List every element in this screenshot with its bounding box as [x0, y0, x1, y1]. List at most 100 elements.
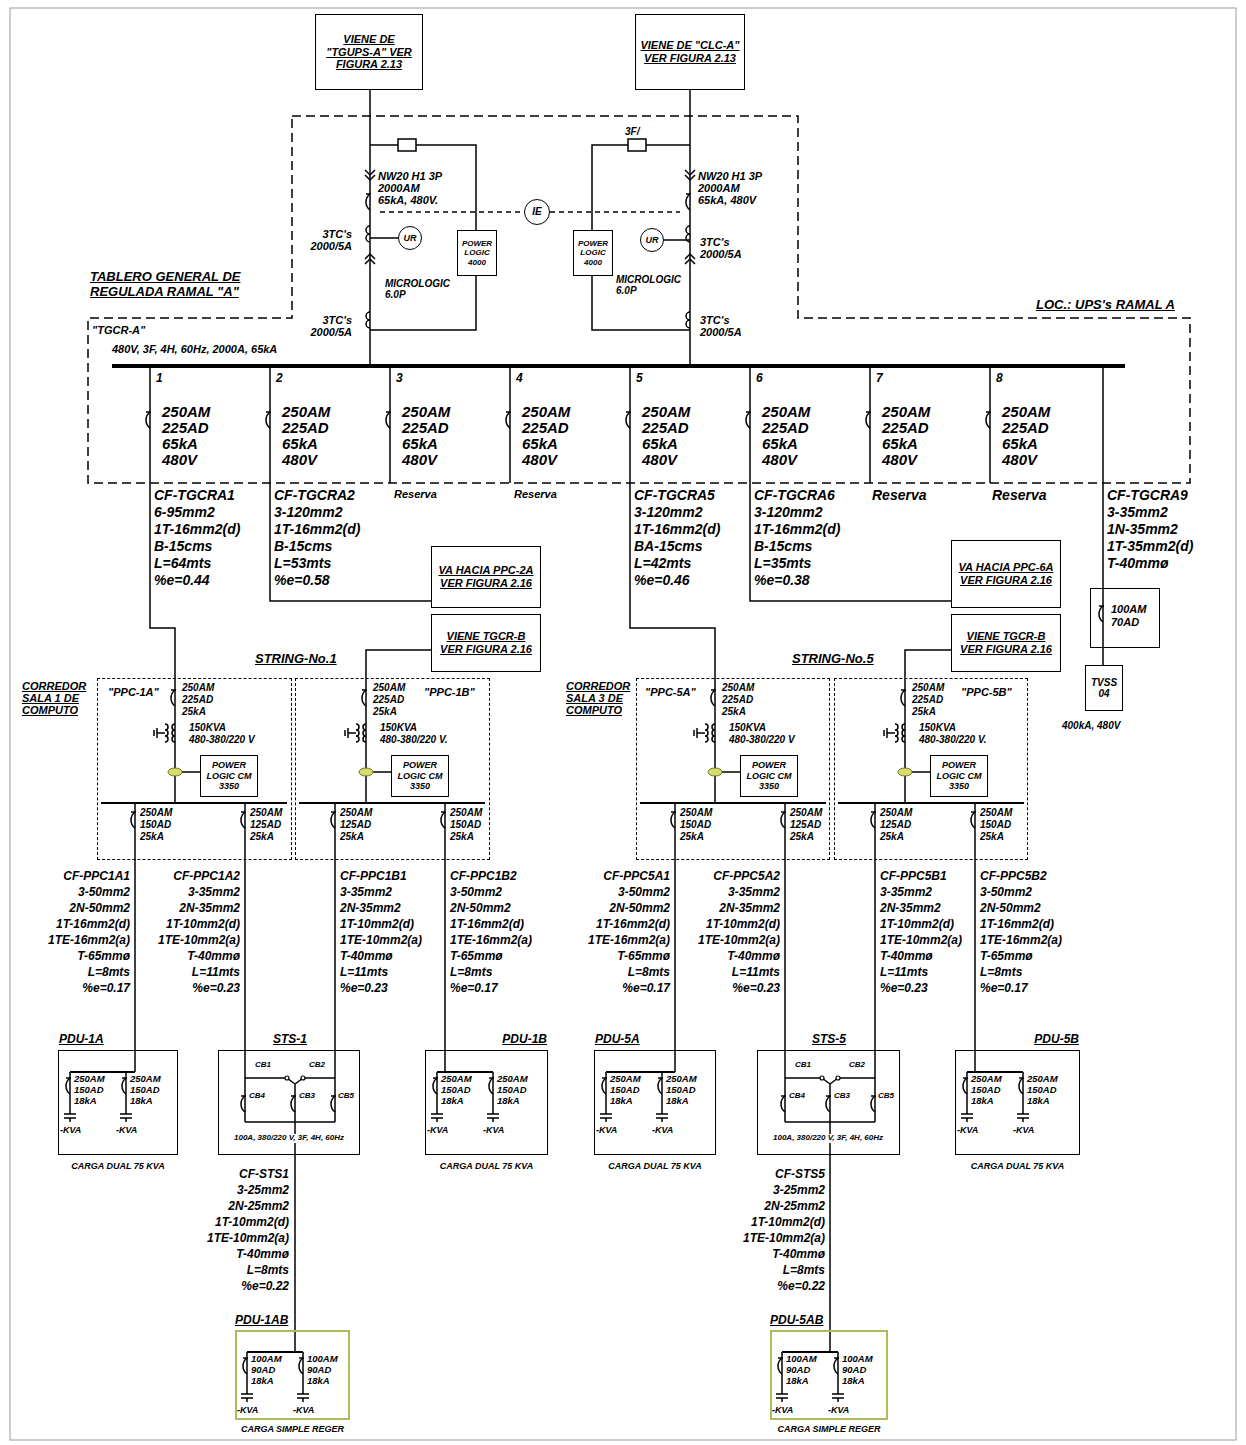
breaker-rating: 65kA	[282, 436, 318, 453]
box-text: POWER LOGIC 4000	[461, 239, 493, 267]
breaker-rating: 150AD	[680, 819, 711, 830]
breaker-symbol	[871, 1096, 875, 1112]
ppc-main-wire	[904, 678, 906, 803]
string-title: STRING-No.1	[255, 652, 337, 666]
box-text: TVSS 04	[1089, 677, 1119, 700]
breaker-rating: 18kA	[842, 1376, 865, 1386]
cable-spec: CF-PPC1A2	[173, 870, 240, 883]
load-label: -KVA	[427, 1126, 448, 1136]
cable-spec: 1TE-10mm2(a)	[880, 934, 962, 947]
cable-spec: 1T-10mm2(d)	[880, 918, 954, 931]
breaker-rating: 18kA	[307, 1376, 330, 1386]
feeder-number: 1	[156, 372, 163, 385]
transformer-symbol	[172, 724, 175, 742]
breaker-symbol	[1099, 605, 1104, 607]
cable-connector	[1102, 648, 1104, 665]
breaker-rating: 18kA	[971, 1096, 994, 1106]
cable-spec: B-15cms	[154, 539, 212, 554]
panel-outline	[88, 116, 1190, 483]
box-text: VIENE TGCR-B VER FIGURA 2.16	[435, 630, 537, 655]
breaker-symbol	[871, 812, 875, 828]
breaker-symbol	[506, 411, 511, 413]
pdu-wire	[294, 1330, 296, 1352]
power-meter: POWER LOGIC CM 3350	[740, 755, 798, 797]
transformer-rating: 150KVA	[729, 722, 766, 733]
ppc-bus	[838, 802, 1024, 804]
breaker-symbol	[626, 412, 630, 428]
breaker-symbol	[506, 412, 510, 428]
breaker-rating: 90AD	[307, 1365, 331, 1375]
load-note: CARGA DUAL 75 KVA	[71, 1162, 164, 1172]
cable-connector	[369, 90, 371, 116]
cable-spec: B-15cms	[274, 539, 332, 554]
cable-spec: 2N-50mm2	[69, 902, 130, 915]
feeder-number: 5	[636, 372, 643, 385]
breaker-symbol	[1019, 1077, 1024, 1079]
cable-spec: 3-35mm2	[728, 886, 780, 899]
breaker-rating: 2000AM	[698, 182, 740, 194]
transformer-symbol	[712, 724, 715, 742]
breaker-rating: 150AD	[74, 1085, 104, 1095]
box-title: PDU-5B	[1034, 1033, 1079, 1047]
breaker-symbol	[66, 1077, 71, 1079]
transformer-symbol	[165, 724, 168, 742]
spare-note: Reserva	[394, 488, 437, 500]
breaker-rating: 90AD	[786, 1365, 810, 1375]
cable-spec: 1T-10mm2(d)	[340, 918, 414, 931]
breaker-symbol	[686, 194, 690, 210]
breaker-rating: 250AM	[182, 682, 214, 693]
breaker-rating: 150AD	[497, 1085, 527, 1095]
breaker-symbol	[834, 1358, 838, 1374]
cable-spec: %e=0.22	[241, 1280, 289, 1293]
pdu-bus	[606, 1071, 675, 1073]
sts-wire	[287, 1078, 303, 1155]
breaker-rating: 150AD	[130, 1085, 160, 1095]
breaker-symbol	[971, 811, 976, 813]
cable-spec: T-65mmø	[450, 950, 503, 963]
load-label: -KVA	[293, 1406, 314, 1416]
fuse-symbol	[398, 139, 416, 151]
load-label: -KVA	[116, 1126, 137, 1136]
ground-symbol	[345, 728, 356, 738]
cable-spec: 2N-50mm2	[450, 902, 511, 915]
breaker-symbol	[266, 412, 270, 428]
box-text: POWER LOGIC CM 3350	[204, 760, 254, 791]
ct-rating: 2000/5A	[700, 248, 742, 260]
cable-spec: 1TE-16mm2(a)	[980, 934, 1062, 947]
cable-spec: B-15cms	[754, 539, 812, 554]
breaker-rating: 25kA	[182, 706, 206, 717]
breaker-rating: 150AD	[971, 1085, 1001, 1095]
breaker-rating: 18kA	[251, 1376, 274, 1386]
load-symbol	[600, 1114, 612, 1122]
breaker-symbol	[331, 1095, 336, 1097]
cable-spec: CF-TGCRA9	[1107, 488, 1188, 503]
load-label: -KVA	[596, 1126, 617, 1136]
box-note: "TGCR-A"	[92, 324, 145, 337]
breaker-rating: 65kA	[762, 436, 798, 453]
cable-spec: 3-35mm2	[1107, 505, 1168, 520]
pdu-wire	[674, 1050, 676, 1072]
cable-spec: T-65mmø	[980, 950, 1033, 963]
cable-spec: %e=0.23	[192, 982, 240, 995]
breaker-rating: 250AM	[130, 1074, 161, 1084]
breaker-symbol	[243, 1357, 248, 1359]
load-symbol	[832, 1394, 844, 1402]
cable-spec: %e=0.22	[777, 1280, 825, 1293]
cable-spec: 1T-16mm2(d)	[596, 918, 670, 931]
cable-spec: 1T-16mm2(d)	[754, 522, 840, 537]
reference-box: VA HACIA PPC-6A VER FIGURA 2.16	[951, 540, 1061, 608]
breaker-rating: 65kA	[882, 436, 918, 453]
cable-spec: 3-25mm2	[237, 1184, 289, 1197]
cable-spec: 2N-50mm2	[980, 902, 1041, 915]
box-text: POWER LOGIC CM 3350	[744, 760, 794, 791]
breaker-symbol	[778, 1357, 783, 1359]
box-text: POWER LOGIC CM 3350	[395, 760, 445, 791]
load-note: CARGA DUAL 75 KVA	[971, 1162, 1064, 1172]
breaker-rating: 250AM	[666, 1074, 697, 1084]
breaker-rating: 18kA	[666, 1096, 689, 1106]
breaker-symbol	[671, 812, 675, 828]
feeder-number: 7	[876, 372, 883, 385]
cable-spec: CF-PPC1B2	[450, 870, 517, 883]
breaker-rating: 18kA	[130, 1096, 153, 1106]
